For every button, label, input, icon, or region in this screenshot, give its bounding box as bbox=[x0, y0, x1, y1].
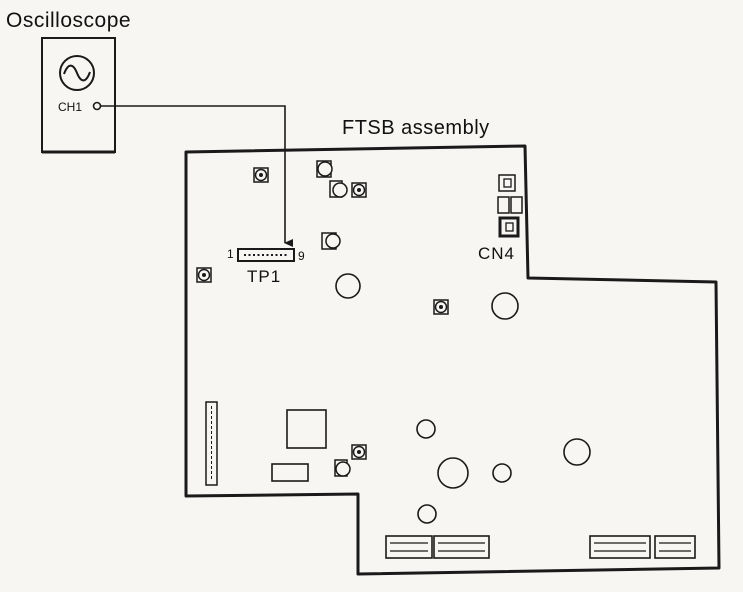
left-vertical-connector bbox=[205, 401, 218, 486]
ch1-label: CH1 bbox=[58, 100, 83, 114]
ch1-terminal bbox=[92, 101, 102, 111]
capacitor-7 bbox=[417, 504, 437, 524]
small-component bbox=[271, 463, 309, 482]
capacitor-5 bbox=[492, 463, 512, 483]
ftsb-board-outline bbox=[184, 144, 721, 576]
component-d-1 bbox=[316, 160, 333, 178]
trimmer-2 bbox=[351, 182, 367, 198]
trimmer-4 bbox=[433, 299, 449, 315]
capacitor-1 bbox=[335, 273, 361, 299]
cn4-connector bbox=[498, 216, 520, 238]
capacitor-6 bbox=[563, 438, 591, 466]
sine-wave-icon bbox=[59, 55, 95, 91]
trimmer-3 bbox=[196, 267, 212, 283]
component-d-2 bbox=[329, 180, 348, 198]
component-d-4 bbox=[334, 459, 351, 477]
component-pair bbox=[497, 196, 523, 214]
ftsb-assembly-label: FTSB assembly bbox=[342, 117, 490, 139]
bottom-connector-1 bbox=[385, 535, 433, 559]
oscilloscope-label: Oscilloscope bbox=[6, 9, 132, 32]
trimmer-1 bbox=[253, 167, 269, 183]
tp1-label: TP1 bbox=[247, 267, 282, 286]
oscilloscope bbox=[41, 37, 116, 154]
trimmer-5 bbox=[351, 444, 367, 460]
ic-chip bbox=[286, 409, 327, 449]
capacitor-4 bbox=[437, 457, 469, 489]
tp1-connector bbox=[237, 248, 295, 262]
bottom-connector-2 bbox=[433, 535, 490, 559]
component-d-3 bbox=[321, 232, 341, 250]
capacitor-2 bbox=[491, 292, 519, 320]
cn4-label: CN4 bbox=[478, 244, 516, 263]
probe-wire bbox=[101, 105, 293, 247]
capacitor-3 bbox=[416, 419, 436, 439]
tp1-pin-9-label: 9 bbox=[298, 249, 305, 263]
bottom-connector-3 bbox=[589, 535, 651, 559]
component-top-right bbox=[498, 174, 516, 192]
tp1-pin-1-label: 1 bbox=[227, 247, 234, 261]
bottom-connector-4 bbox=[654, 535, 696, 559]
